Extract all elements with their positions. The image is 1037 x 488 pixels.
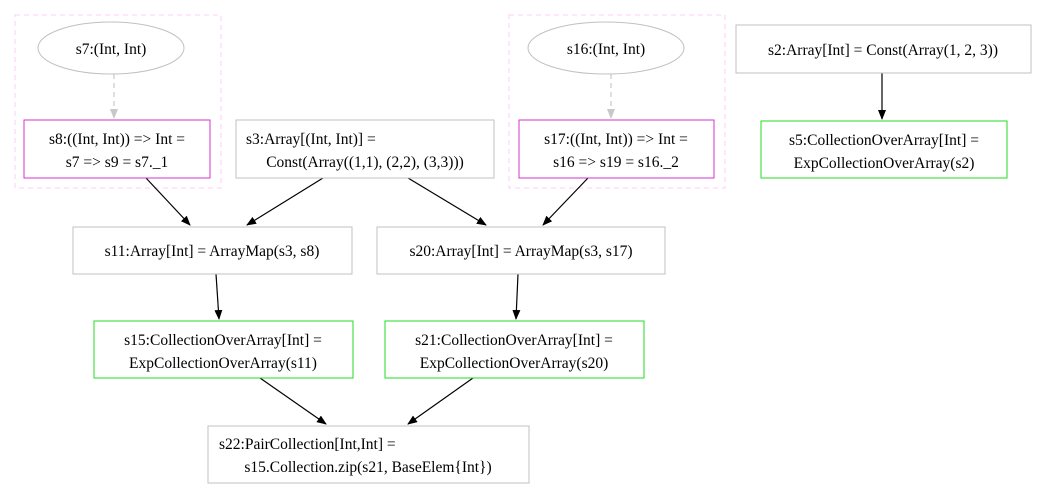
edge-s8-s11 [145,177,191,226]
node-s20-box [376,226,666,275]
lambda-cluster-s8 [14,14,222,189]
edge-s15-s22 [259,377,327,425]
node-s22-line-1: s22:PairCollection[Int,Int] = [219,436,396,453]
node-s16: s16:(Int, Int) [527,21,685,75]
node-s8-line-1: s8:((Int, Int)) => Int = [49,131,185,148]
edge-s3-s11 [246,177,324,226]
node-s2-box [735,24,1032,74]
edge-s21-s22 [407,377,474,425]
node-s7: s7:(Int, Int) [37,21,185,75]
node-s5-line-2: ExpCollectionOverArray(s2) [794,155,975,172]
node-s5: s5:CollectionOverArray[Int] = ExpCollect… [760,120,1008,179]
node-s17-box [518,119,715,179]
node-s17: s17:((Int, Int)) => Int = s16 => s19 = s… [518,119,715,179]
edge-s17-s20 [542,177,589,226]
edge-s20-s21 [512,273,521,320]
node-s15-line-2: ExpCollectionOverArray(s11) [129,355,317,372]
edges [110,73,886,425]
node-s5-line-1: s5:CollectionOverArray[Int] = [789,132,979,149]
node-s5-box [760,120,1008,179]
node-s3-line-2: Const(Array((1,1), (2,2), (3,3))) [266,154,464,171]
node-s17-line-2: s16 => s19 = s16._2 [553,154,679,171]
node-s8-box [23,119,211,179]
node-s20-label: s20:Array[Int] = ArrayMap(s3, s17) [409,243,632,260]
node-s2: s2:Array[Int] = Const(Array(1, 2, 3)) [735,24,1032,74]
edge-s3-s20 [407,177,487,226]
node-s15-line-1: s15:CollectionOverArray[Int] = [124,332,322,349]
lambda-cluster-s17 [508,14,726,189]
node-s11-label: s11:Array[Int] = ArrayMap(s3, s8) [105,243,320,260]
node-s20: s20:Array[Int] = ArrayMap(s3, s17) [376,226,666,275]
node-s17-line-1: s17:((Int, Int)) => Int = [544,131,688,148]
node-s21-line-2: ExpCollectionOverArray(s20) [420,355,609,372]
node-s8-line-2: s7 => s9 = s7._1 [66,154,168,171]
node-s8: s8:((Int, Int)) => Int = s7 => s9 = s7._… [23,119,211,179]
node-s21-line-1: s21:CollectionOverArray[Int] = [415,332,613,349]
node-s7-shape [37,21,185,75]
edge-s11-s15 [214,273,223,320]
node-s15-box [93,320,354,379]
node-s16-label: s16:(Int, Int) [567,41,645,58]
node-s21: s21:CollectionOverArray[Int] = ExpCollec… [384,320,645,379]
node-s2-label: s2:Array[Int] = Const(Array(1, 2, 3)) [768,42,998,59]
node-s22: s22:PairCollection[Int,Int] = s15.Collec… [207,425,530,484]
node-s22-box [207,425,530,484]
node-s11-box [72,226,353,275]
node-s11: s11:Array[Int] = ArrayMap(s3, s8) [72,226,353,275]
node-s22-line-2: s15.Collection.zip(s21, BaseElem{Int}) [244,459,491,476]
node-s15: s15:CollectionOverArray[Int] = ExpCollec… [93,320,354,379]
node-s3: s3:Array[(Int, Int)] = Const(Array((1,1)… [235,119,495,179]
node-s21-box [384,320,645,379]
node-s7-label: s7:(Int, Int) [76,41,147,58]
node-s3-box [235,119,495,179]
node-s3-line-1: s3:Array[(Int, Int)] = [246,131,376,148]
node-s16-shape [527,21,685,75]
